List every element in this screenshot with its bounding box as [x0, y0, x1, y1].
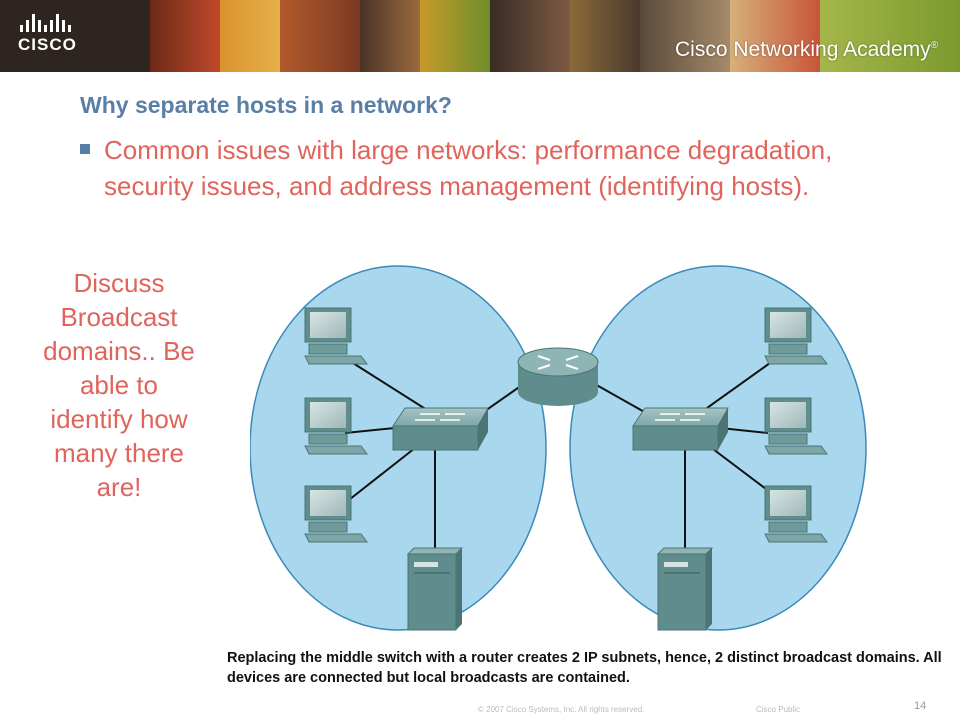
switch-icon	[632, 407, 729, 451]
pc-icon	[304, 397, 368, 455]
pc-icon	[764, 307, 828, 365]
banner-segment	[360, 0, 420, 72]
header-banner: CISCO Cisco Networking Academy®	[0, 0, 960, 72]
banner-segment	[640, 0, 730, 72]
diagram-caption: Replacing the middle switch with a route…	[227, 650, 942, 686]
pc-icon	[764, 485, 828, 543]
bullet-text: Common issues with large networks: perfo…	[104, 135, 833, 201]
side-note: Discuss Broadcast domains.. Be able to i…	[43, 268, 195, 502]
academy-title: Cisco Networking Academy®	[675, 38, 938, 62]
banner-segment	[220, 0, 280, 72]
copyright-text: © 2007 Cisco Systems, Inc. All rights re…	[478, 705, 645, 714]
cisco-bars-icon	[20, 14, 88, 32]
link	[344, 357, 436, 416]
registered-mark: ®	[930, 40, 938, 51]
banner-segment	[490, 0, 570, 72]
banner-segment	[150, 0, 220, 72]
cisco-logo-text: CISCO	[18, 35, 77, 54]
router-icon	[517, 347, 599, 406]
banner-segment	[730, 0, 820, 72]
banner-segment	[0, 0, 150, 72]
pc-icon	[764, 397, 828, 455]
pc-icon	[304, 307, 368, 365]
banner-segment	[420, 0, 490, 72]
bullet-square-icon	[80, 144, 90, 154]
banner-segment	[280, 0, 360, 72]
classification-text: Cisco Public	[756, 705, 801, 714]
pc-icon	[304, 485, 368, 543]
banner-segment	[820, 0, 960, 72]
link	[699, 362, 771, 414]
slide-title: Why separate hosts in a network?	[80, 92, 452, 118]
server-icon	[656, 547, 714, 631]
page-number: 14	[914, 700, 927, 712]
switch-icon	[392, 407, 489, 451]
link	[344, 427, 396, 434]
server-icon	[406, 547, 464, 631]
bullet-point: Common issues with large networks: perfo…	[80, 132, 900, 204]
banner-segment	[570, 0, 640, 72]
academy-text: Cisco Networking Academy	[675, 38, 931, 61]
cisco-logo: CISCO	[18, 14, 88, 58]
network-diagram	[250, 265, 867, 631]
link	[344, 447, 416, 504]
